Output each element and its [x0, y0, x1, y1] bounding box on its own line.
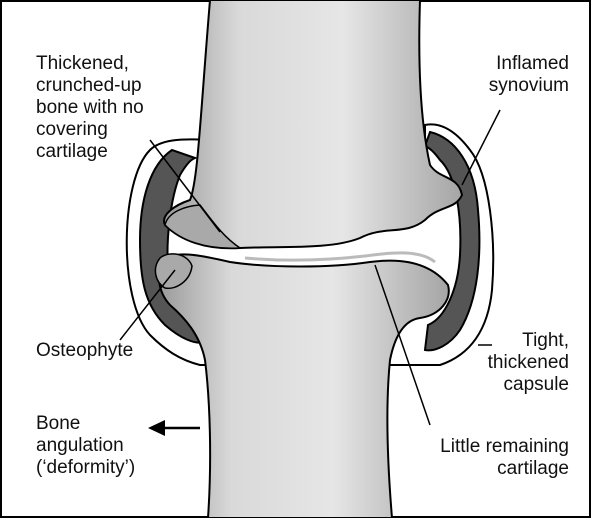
lower-bone [159, 254, 449, 518]
label-osteophyte: Osteophyte [36, 340, 133, 362]
label-tight-capsule: Tight, thickened capsule [488, 330, 569, 396]
label-inflamed-synovium: Inflamed synovium [489, 53, 569, 97]
label-bone-angulation: Bone angulation (‘deformity’) [36, 413, 135, 479]
arrow-left-icon [148, 420, 200, 436]
label-thickened-bone: Thickened, crunched-up bone with no cove… [36, 53, 144, 163]
upper-bone [164, 0, 462, 248]
label-little-cartilage: Little remaining cartilage [440, 436, 569, 480]
